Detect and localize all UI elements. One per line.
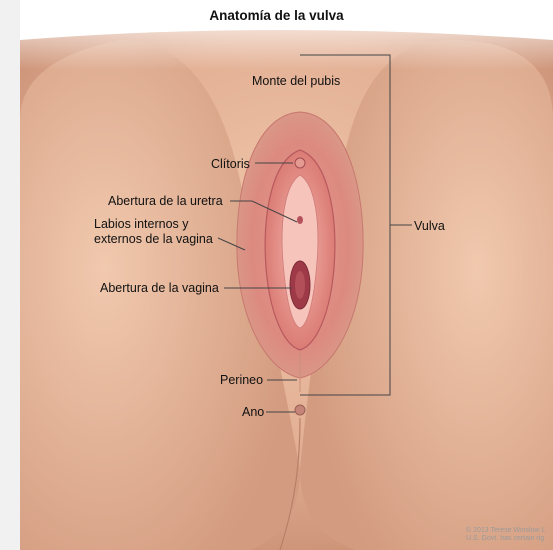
label-perineum: Perineo <box>220 373 263 387</box>
label-anus: Ano <box>242 405 264 419</box>
label-clitoris: Clítoris <box>211 157 250 171</box>
label-urethra: Abertura de la uretra <box>108 194 223 208</box>
label-labia-line1: Labios internos y <box>94 217 189 231</box>
label-mons-pubis: Monte del pubis <box>252 74 340 88</box>
diagram-title: Anatomía de la vulva <box>0 8 553 23</box>
clitoris-shape <box>295 158 305 168</box>
label-vagina: Abertura de la vagina <box>100 281 219 295</box>
urethra-shape <box>297 216 303 224</box>
credit-line-1: © 2013 Terese Winslow L <box>466 527 545 535</box>
label-labia-line2: externos de la vagina <box>94 232 213 246</box>
credit-line-2: U.S. Govt. has certain rig <box>466 535 545 543</box>
label-vulva: Vulva <box>414 219 445 233</box>
copyright-credit: © 2013 Terese Winslow L U.S. Govt. has c… <box>466 527 545 543</box>
anus-shape <box>295 405 305 415</box>
